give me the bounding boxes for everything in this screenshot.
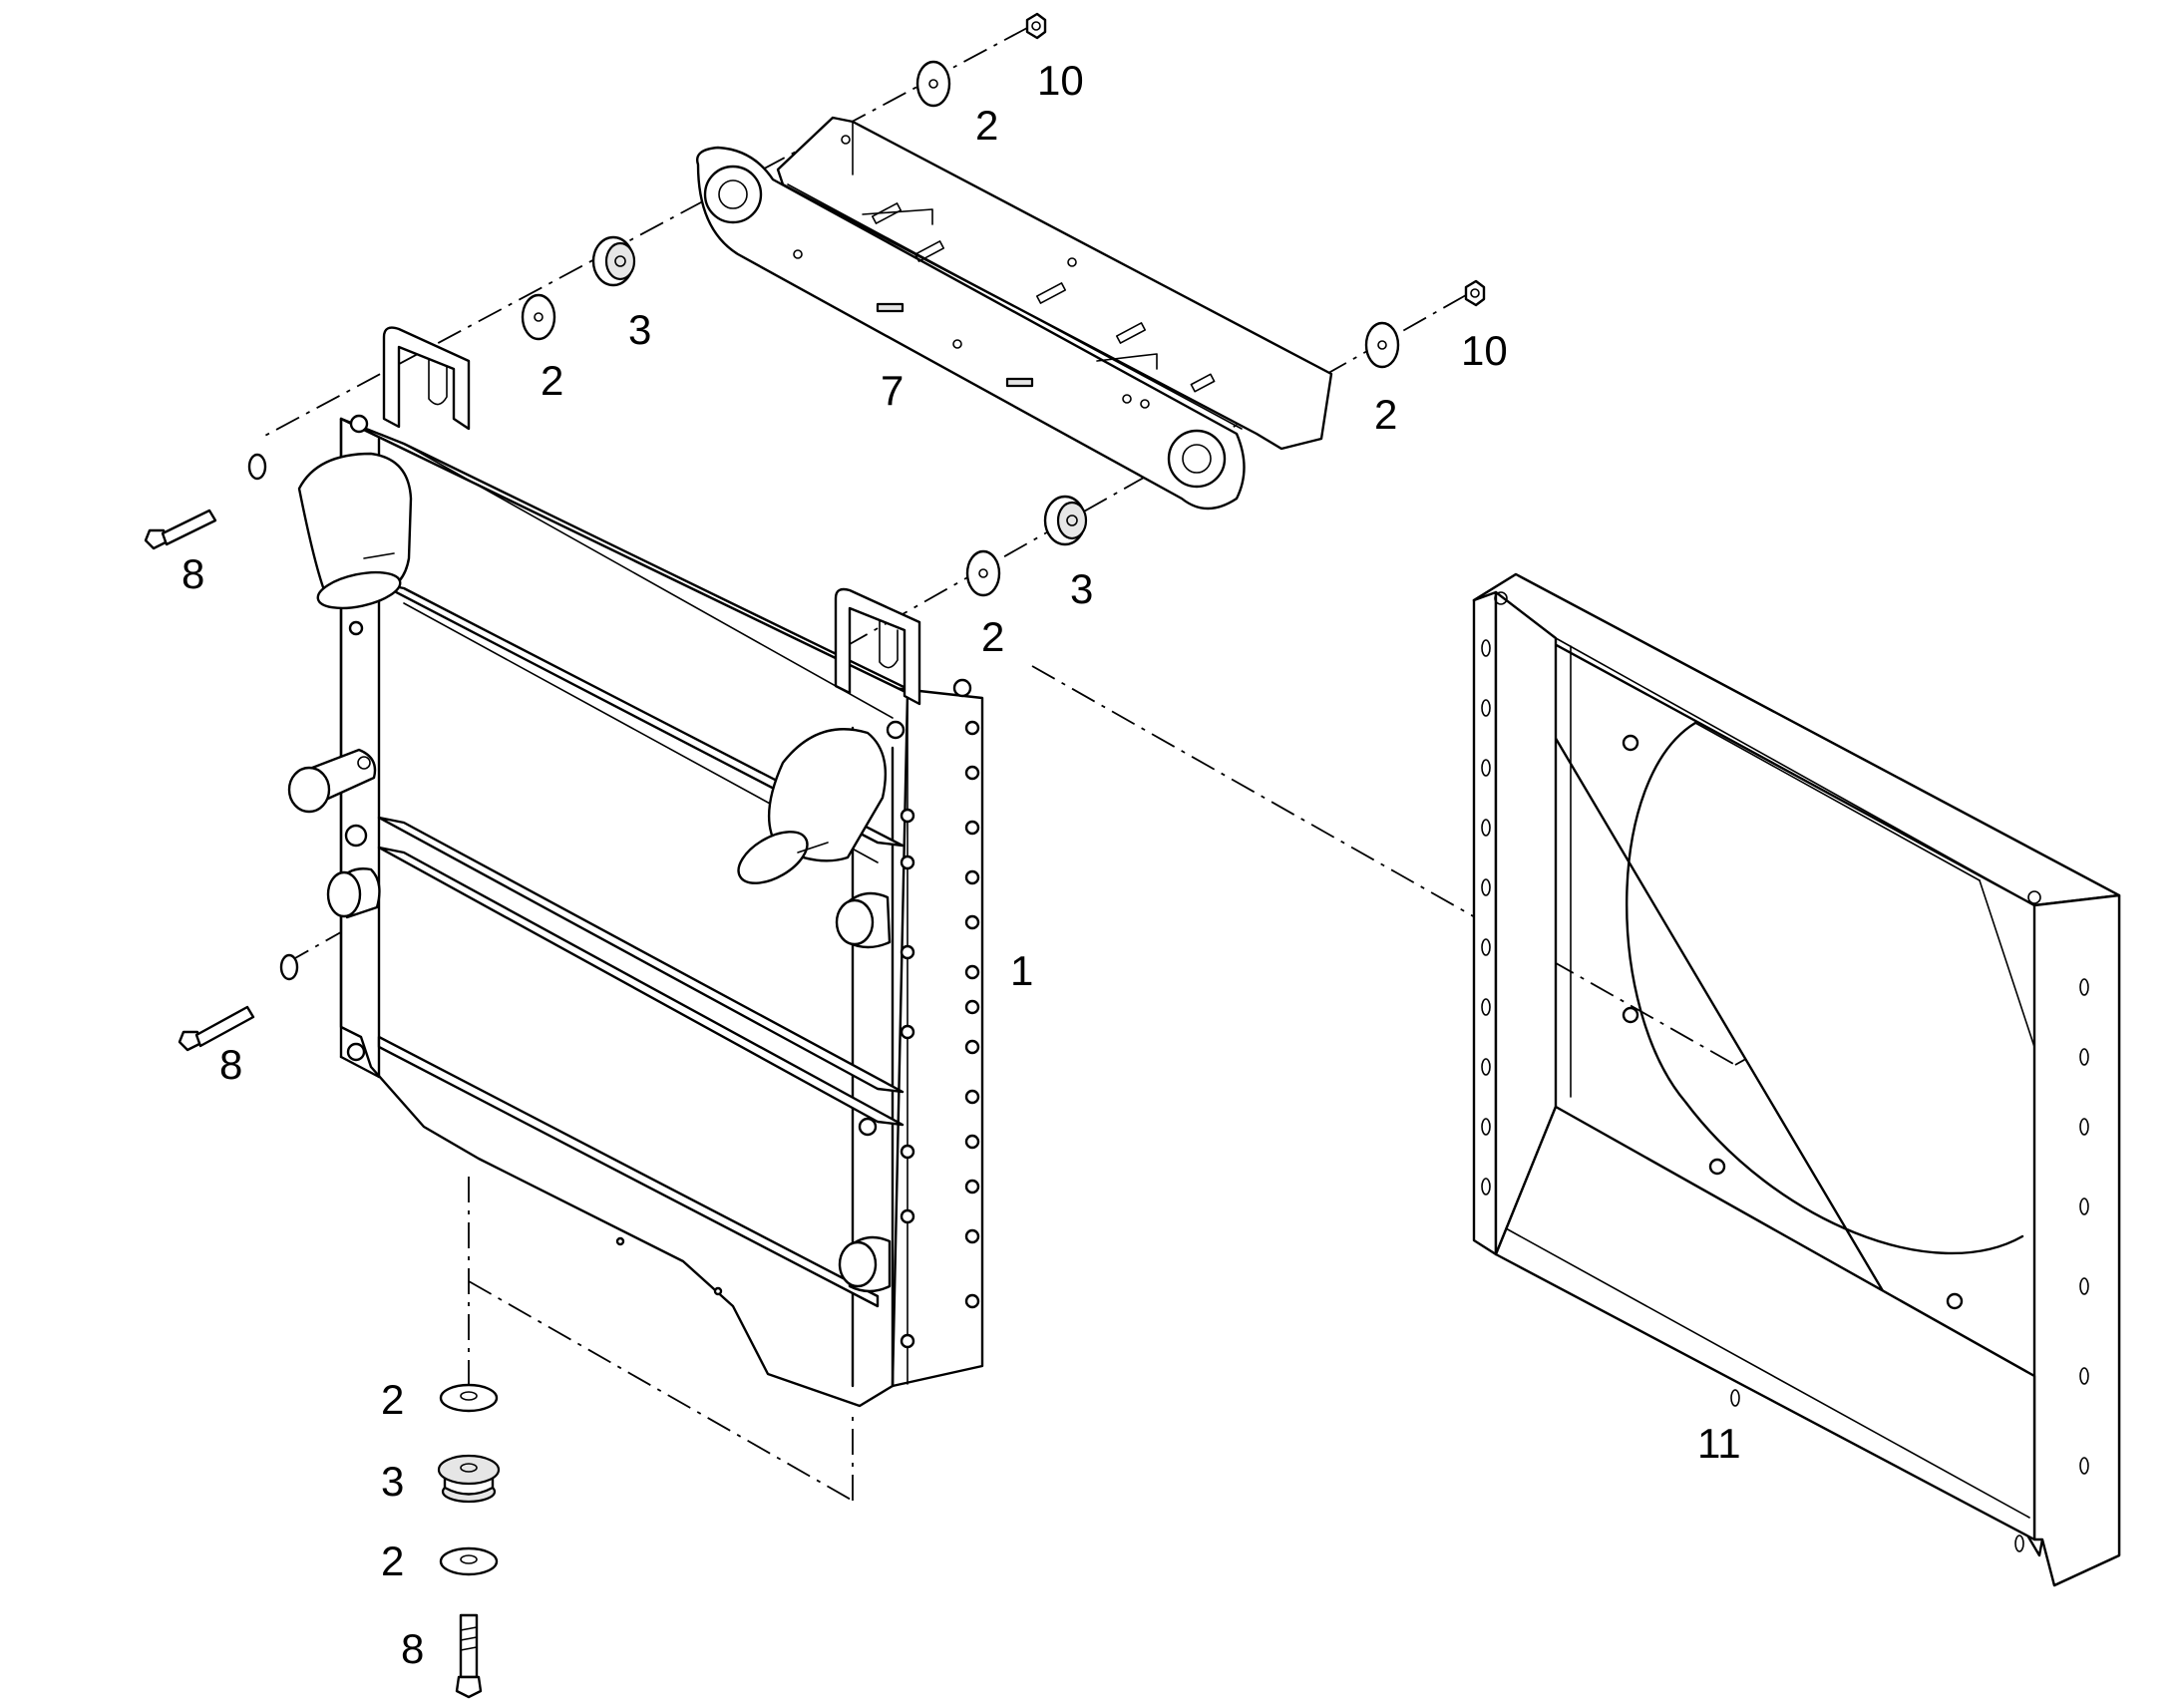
inlet-elbow-pipe <box>297 452 413 610</box>
side-stub-pipes <box>287 748 892 1293</box>
callout-1: 1 <box>1010 947 1033 994</box>
rubber-mount <box>591 235 636 287</box>
radiator-core <box>287 326 984 1408</box>
fan-shroud <box>1472 572 2121 1587</box>
callout-labels: 10 2 3 2 7 10 2 8 3 2 1 8 11 2 3 2 8 <box>182 57 1741 1672</box>
hex-nut <box>1464 279 1486 307</box>
outlet-elbow-pipe <box>737 728 887 884</box>
bolt <box>455 1613 483 1699</box>
callout-10-top: 10 <box>1037 57 1084 104</box>
washer <box>1364 321 1400 369</box>
washer <box>439 1383 499 1413</box>
rubber-mount <box>1043 495 1088 546</box>
callout-3-right: 3 <box>1070 565 1093 612</box>
bracket-slots <box>793 135 1216 409</box>
rubber-mounts <box>437 235 1088 1504</box>
hex-nut <box>1025 12 1047 40</box>
callout-2-middle: 2 <box>981 613 1004 660</box>
callout-8-lower: 8 <box>219 1041 242 1088</box>
callout-2-upper-left: 2 <box>541 357 563 404</box>
washer <box>965 549 1001 597</box>
top-support-bracket <box>696 116 1333 511</box>
shroud-mounting-holes <box>1481 591 2089 1552</box>
callout-2-top: 2 <box>975 102 998 149</box>
callout-3-upper-left: 3 <box>628 306 651 353</box>
radiator-side-bolts <box>344 414 980 1349</box>
bolt <box>178 953 299 1052</box>
callout-11: 11 <box>1697 1420 1741 1467</box>
lifting-bracket-left <box>382 326 471 431</box>
washers <box>439 60 1400 1576</box>
bolts <box>144 453 483 1699</box>
callout-2-bottom-lower: 2 <box>381 1537 404 1584</box>
callout-2-right: 2 <box>1374 391 1397 438</box>
callout-3-bottom: 3 <box>381 1458 404 1505</box>
washer <box>915 60 951 108</box>
rubber-mount <box>437 1454 501 1504</box>
callout-7: 7 <box>881 367 904 414</box>
callout-8-upper: 8 <box>182 550 204 597</box>
washer <box>521 293 556 341</box>
callout-8-bottom: 8 <box>401 1625 424 1672</box>
lifting-bracket-right <box>834 587 921 706</box>
nuts <box>1025 12 1486 307</box>
washer <box>439 1546 499 1576</box>
callout-10-right: 10 <box>1461 327 1508 374</box>
bolt <box>144 453 267 550</box>
callout-2-bottom-upper: 2 <box>381 1376 404 1423</box>
